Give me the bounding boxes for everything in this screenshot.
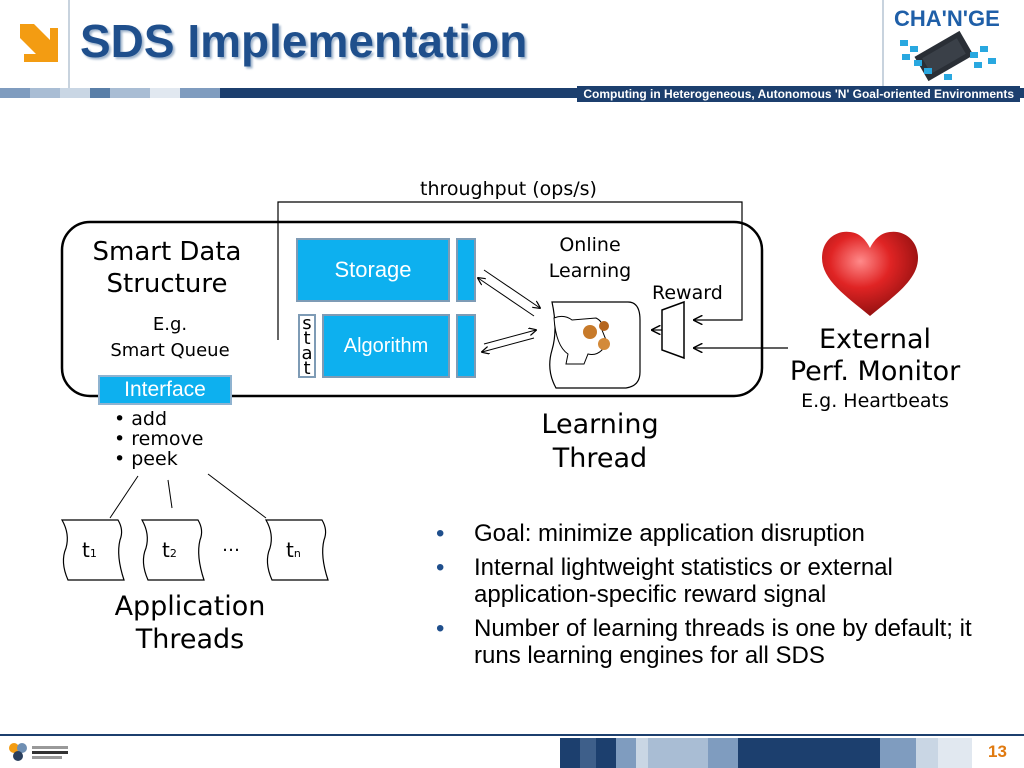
external-monitor-label: External Perf. Monitor [780,324,970,388]
throughput-feedback-line [277,201,743,340]
heartbeats-label: E.g. Heartbeats [801,390,949,412]
sds-example: E.g. Smart Queue [72,312,268,364]
external-line2: Perf. Monitor [789,356,961,387]
bullet-item: Number of learning threads is one by def… [430,615,1000,669]
stat-letter: s [302,313,312,334]
thread-base: t [162,538,170,562]
operation-item: • peek [114,448,178,470]
thread-scroll-2 [140,519,205,581]
change-logo: CHA'N'GE [882,0,1022,86]
external-line1: External [818,324,932,355]
thread-subscript: 1 [89,547,97,560]
page-number: 13 [988,742,1007,761]
thread-label-1: t1 [82,538,97,562]
thread-label-2: t2 [162,538,177,562]
thread-subscript: 2 [169,547,177,560]
sds-example-line1: E.g. [152,314,188,335]
online-learning-line2: Learning [548,260,632,282]
thread-base: t [82,538,90,562]
logo-text: CHA'N'GE [894,6,1000,31]
sds-title-line2: Structure [106,269,228,299]
thread-ellipsis: … [222,535,240,556]
heart-icon [822,231,918,316]
algorithm-learning-arrow-a [483,330,536,345]
footer-color-bar [560,738,972,768]
page-title: SDS Implementation [80,15,528,67]
header-divider [68,0,70,88]
learning-thread-label: Learning Thread [530,408,670,476]
storage-learning-arrow-b [478,278,535,317]
sds-title: Smart Data Structure [72,236,262,300]
stat-letter: t [303,328,311,349]
app-threads-line2: Threads [135,624,245,655]
online-learning-line1: Online [559,234,621,256]
sds-container [60,220,764,398]
arrow-down-right-icon [14,18,62,66]
header-color-bar [0,88,1024,98]
throughput-label: throughput (ops/s) [420,178,597,200]
operations-list: • add • remove • peek [114,409,203,469]
learning-thread-icon [549,301,641,389]
learning-thread-line1: Learning [541,409,659,440]
bullet-item: Goal: minimize application disruption [430,520,1000,547]
application-threads-label: Application Threads [100,590,280,656]
app-threads-line1: Application [114,591,266,622]
reward-amplifier-shape [661,300,685,360]
interface-box: Interface [98,375,232,405]
algorithm-gear-strip [456,314,476,378]
footer-logo [9,743,68,761]
storage-box: Storage [296,238,450,302]
operation-add: add [131,408,168,430]
learning-thread-line2: Thread [552,443,648,474]
stat-box: s t a t [298,314,316,378]
stat-letter: t [303,358,311,379]
footer-divider [0,734,1024,736]
thread-base: t [286,538,294,562]
operation-remove: remove [131,428,204,450]
stat-letter: a [301,343,313,364]
operation-item: • add [114,408,168,430]
thread-subscript: n [293,547,301,560]
thread-scroll-1 [60,519,125,581]
bullet-list: Goal: minimize application disruption In… [430,520,1000,676]
algorithm-learning-arrow-b [482,337,535,352]
thread-scroll-n [264,519,329,581]
storage-gear-strip [456,238,476,302]
online-learning-label: Online Learning [540,232,640,284]
algorithm-box: Algorithm [322,314,450,378]
algorithm-label: Algorithm [343,334,429,357]
operation-peek: peek [131,448,178,470]
sds-example-line2: Smart Queue [110,340,230,361]
sds-title-line1: Smart Data [92,237,242,267]
tagline: Computing in Heterogeneous, Autonomous '… [577,86,1020,102]
storage-learning-arrow-a [483,269,540,308]
operation-item: • remove [114,428,204,450]
thread-label-n: tn [286,538,301,562]
bullet-item: Internal lightweight statistics or exter… [430,554,1000,608]
reward-label: Reward [652,282,723,304]
storage-label: Storage [334,257,412,282]
